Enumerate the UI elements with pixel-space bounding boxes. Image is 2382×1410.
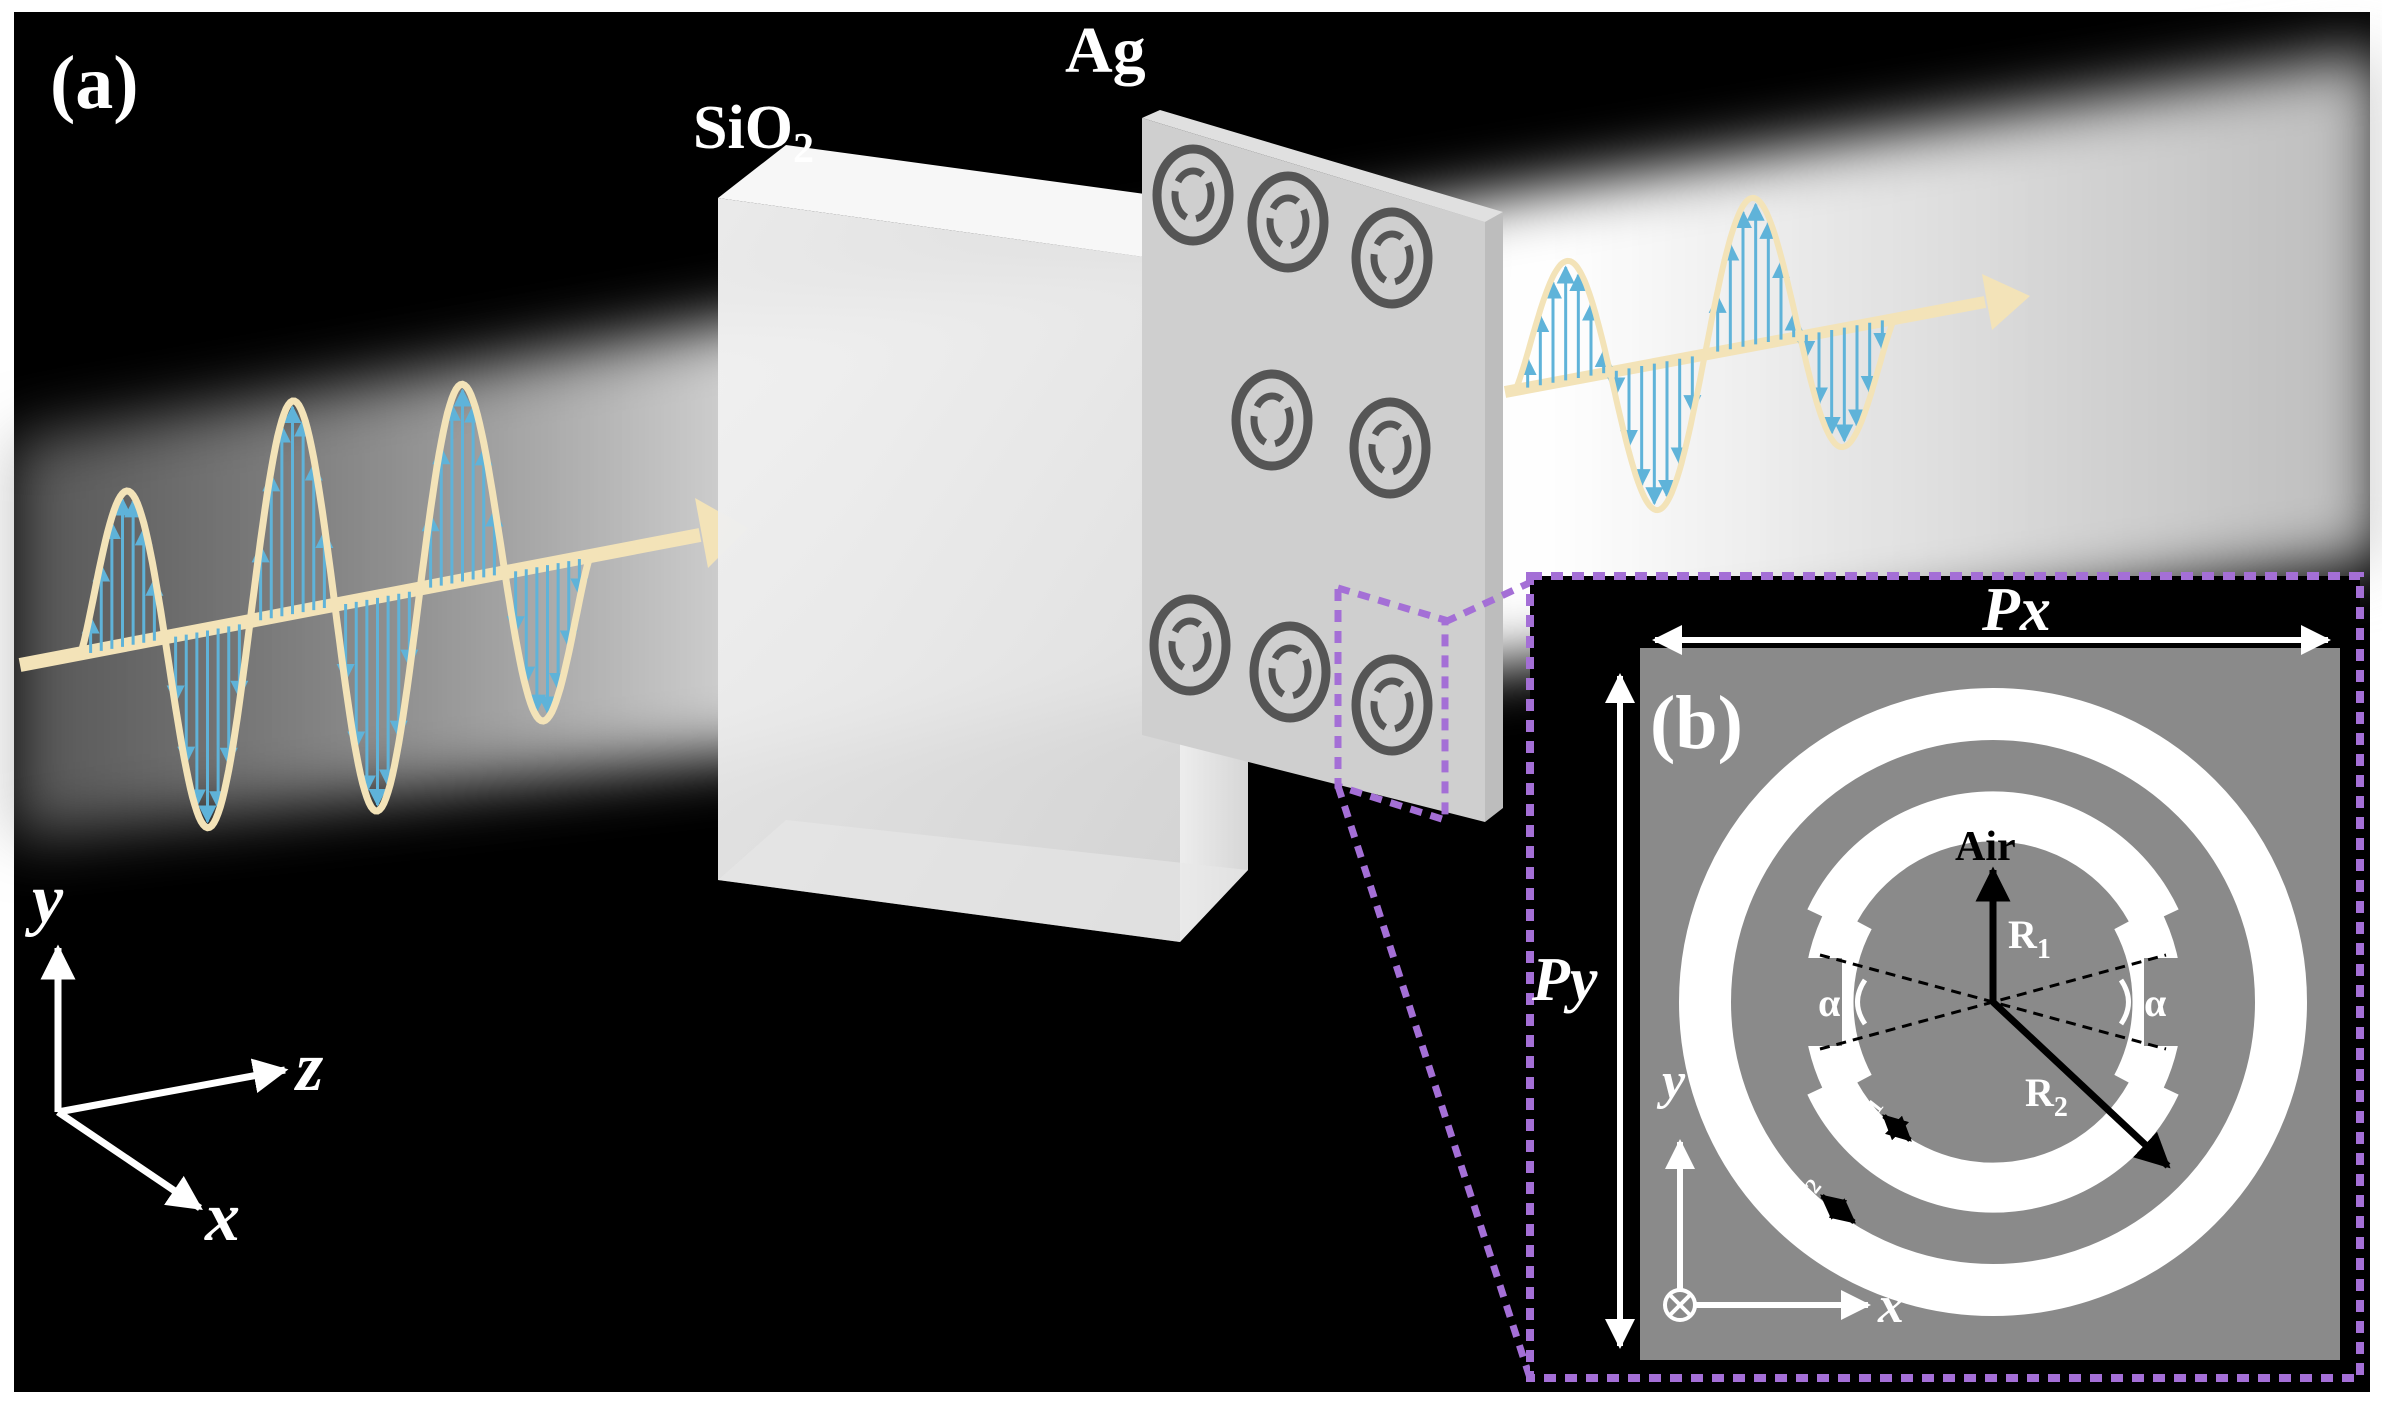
alpha-arc-left bbox=[1855, 978, 1868, 1026]
ag-side-face bbox=[1485, 212, 1503, 822]
unit-cell-inset bbox=[1526, 572, 2364, 1382]
w2-arrow bbox=[1820, 1194, 1856, 1224]
sio2-top-face bbox=[718, 145, 1248, 262]
ag-hole-inner-ring bbox=[1368, 420, 1412, 476]
ag-hole-outer-ring bbox=[1249, 621, 1331, 723]
ag-hole-outer-ring bbox=[1351, 207, 1433, 309]
axis-b-x-label: x bbox=[1877, 1277, 1904, 1334]
inner-ring-bottom-arc bbox=[1807, 1073, 2179, 1213]
incident-wave bbox=[18, 380, 748, 832]
ag-hole-outer-ring bbox=[1351, 654, 1433, 756]
ag-label: Ag bbox=[1065, 14, 1146, 87]
alpha-right-label: α bbox=[2144, 980, 2166, 1025]
ag-hole-array bbox=[1149, 144, 1433, 756]
ag-hole-inner-ring bbox=[1168, 617, 1212, 673]
alpha-left-label: α bbox=[1818, 980, 1840, 1025]
panel-a-label: (a) bbox=[50, 41, 139, 125]
outer-ring bbox=[1679, 688, 2307, 1316]
air-label: Air bbox=[1955, 824, 2016, 870]
ag-slab bbox=[1142, 110, 1503, 822]
ag-hole-outer-ring bbox=[1247, 171, 1329, 273]
ag-hole-inner-ring bbox=[1370, 230, 1414, 286]
ag-hole-inner-ring bbox=[1250, 392, 1294, 448]
ag-hole-outer-ring bbox=[1149, 594, 1231, 696]
ag-front-face bbox=[1142, 118, 1485, 822]
sio2-label: SiO2 bbox=[693, 94, 814, 172]
incident-wave-curve bbox=[76, 380, 594, 832]
ag-hole-inner-ring bbox=[1370, 677, 1414, 733]
zoom-source-box bbox=[1334, 583, 1449, 825]
transmitted-wave-curve bbox=[1512, 194, 1898, 514]
r2-label: R2 bbox=[2025, 1070, 2068, 1123]
axis-a-z bbox=[57, 1058, 289, 1116]
ag-hole-inner-ring bbox=[1266, 194, 1310, 250]
axis-a-z-label: z bbox=[294, 1029, 323, 1106]
sio2-front-face bbox=[718, 198, 1180, 942]
axis-b-origin-cross-2 bbox=[1668, 1293, 1692, 1317]
w1-arrow bbox=[1882, 1114, 1912, 1142]
axes-a bbox=[40, 944, 289, 1211]
px-label: Px bbox=[1981, 576, 2051, 644]
transmitted-wave bbox=[1503, 194, 2030, 514]
ag-hole-inner-ring bbox=[1171, 167, 1215, 223]
transmitted-arrowhead bbox=[1982, 274, 2030, 330]
r1-label: R1 bbox=[2008, 912, 2051, 965]
transmitted-field-arrows bbox=[1518, 202, 1892, 506]
axis-a-x bbox=[56, 1109, 203, 1211]
axis-a-y-label: y bbox=[25, 861, 64, 938]
r2-arrow bbox=[1990, 999, 2171, 1169]
ag-hole-inner-ring bbox=[1268, 644, 1312, 700]
ag-top-face bbox=[1142, 110, 1503, 222]
alpha-arc-right bbox=[2118, 978, 2131, 1026]
axis-a-x-label: x bbox=[204, 1179, 240, 1256]
panel-b-label: (b) bbox=[1650, 681, 1743, 765]
inner-ring-top-arc bbox=[1807, 791, 2179, 931]
transmitted-propagation-axis bbox=[1503, 296, 1987, 398]
zoom-connector bbox=[1334, 574, 1542, 1380]
ag-hole-outer-ring bbox=[1231, 369, 1313, 471]
ag-hole-outer-ring bbox=[1349, 397, 1431, 499]
sio2-bottom-edge bbox=[718, 820, 1248, 942]
zoom-line-top bbox=[1443, 574, 1542, 626]
py-label: Py bbox=[1531, 946, 1598, 1014]
ag-hole-outer-ring bbox=[1152, 144, 1234, 246]
